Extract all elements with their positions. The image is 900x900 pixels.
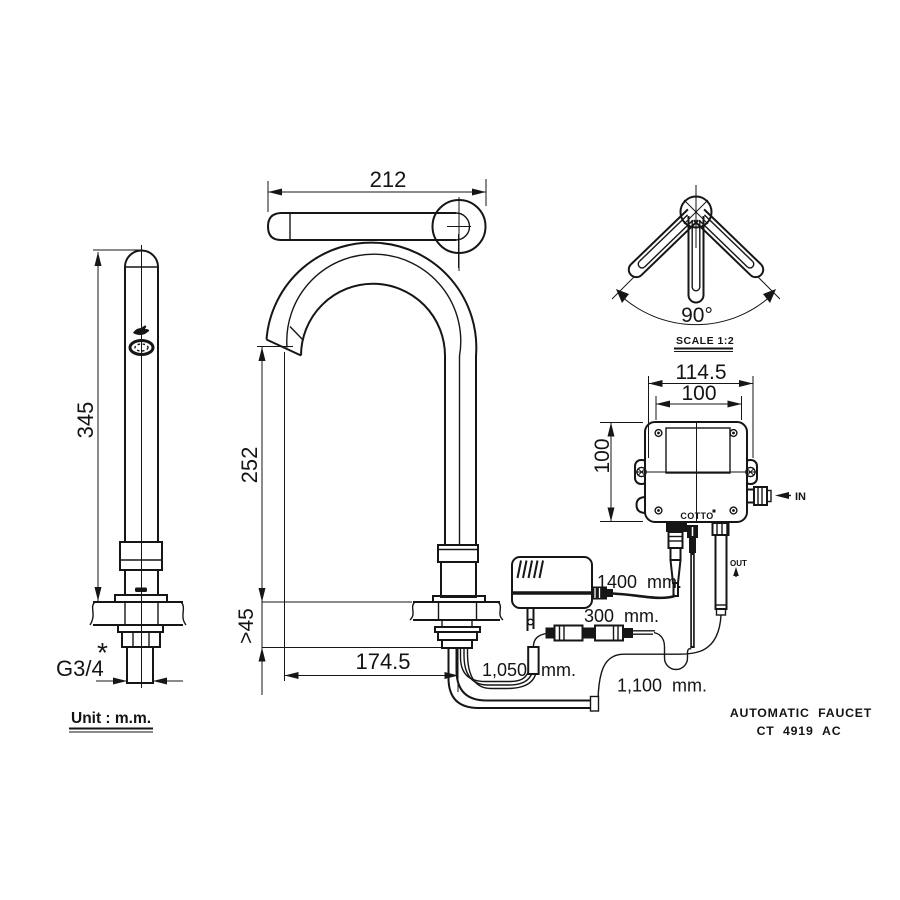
outlet-hose-line (597, 614, 722, 700)
swivel-angle-label: 90° (681, 304, 713, 327)
dim-100-top: 100 (655, 382, 742, 420)
power-cable (612, 592, 676, 600)
outlet-label: OUT (730, 559, 747, 568)
dim-252-label: 252 (237, 447, 262, 484)
scale-note: SCALE 1:2 (676, 335, 734, 347)
corner-screws (654, 428, 738, 515)
dim-345-label: 345 (73, 402, 98, 439)
dim-114-label: 114.5 (676, 361, 727, 384)
dim-100h-label: 100 (591, 438, 614, 473)
cable-sleeve (527, 646, 540, 675)
adapter-body (511, 556, 593, 609)
dim-345: 345 (73, 249, 143, 601)
dim-174: 174.5 (284, 352, 459, 681)
thread-size-label: G3/4 (56, 656, 104, 681)
outlet-hose-length: 1,100 mm. (617, 676, 707, 696)
adapter-vents (516, 560, 544, 579)
swivel-diagram: 90° SCALE 1:2 (611, 185, 781, 352)
inline-connector (545, 624, 692, 671)
swivel-arc (617, 292, 775, 326)
link-cable-length: 300 mm. (584, 606, 659, 626)
top-view: 212 (266, 167, 487, 271)
product-model: CT 4919 AC (757, 724, 842, 738)
outlet-port: OUT (711, 522, 747, 616)
sensor-cable-length: 1,050 (482, 660, 527, 680)
cable-routing: 300 mm. 1,050 mm. 1,100 mm. (447, 606, 722, 712)
power-adapter: 1400 mm. (511, 556, 682, 631)
dim-174-label: 174.5 (355, 649, 410, 674)
dim-deck-label: >45 (235, 608, 258, 644)
dim-100w-label: 100 (681, 382, 716, 405)
dim-114: 114.5 (648, 361, 754, 458)
thread-note-mark: * (97, 637, 108, 668)
body-logo-mark (135, 587, 147, 592)
spout-outer (265, 241, 478, 545)
sensor-plug (687, 525, 698, 648)
thread-shank (126, 646, 154, 684)
break-line (497, 601, 504, 621)
break-line (89, 601, 96, 626)
power-cable-length: 1400 mm. (597, 572, 682, 592)
hand-sensor-icon (133, 325, 150, 336)
break-line (180, 601, 187, 626)
inlet-label: IN (795, 491, 806, 503)
sensor-cable-unit: mm. (541, 660, 576, 680)
break-line (409, 601, 416, 621)
spout-inner (300, 282, 447, 545)
front-view: 252 >45 174.5 (235, 234, 504, 695)
controller-box: COTTO IN 114.5 100 (591, 361, 806, 648)
dim-212: 212 (267, 167, 487, 212)
product-title: AUTOMATIC FAUCET (730, 706, 872, 720)
unit-note: Unit : m.m. (69, 710, 153, 733)
unit-note-text: Unit : m.m. (71, 710, 151, 727)
dim-212-label: 212 (370, 167, 407, 192)
side-view: 345 G3/4 * (56, 245, 187, 688)
inlet-port: IN (746, 486, 806, 506)
dim-100-left: 100 (591, 422, 643, 522)
dim-252-45: 252 >45 (235, 346, 442, 695)
sensor-window (128, 339, 155, 356)
title-block: AUTOMATIC FAUCET CT 4919 AC (730, 706, 872, 738)
adapter-prongs (526, 608, 535, 631)
dim-g34: G3/4 * (56, 637, 183, 685)
solenoid-connector (666, 522, 687, 597)
pivot-circle (679, 195, 713, 229)
brand-logo: COTTO (680, 511, 713, 521)
box-window (665, 427, 731, 474)
